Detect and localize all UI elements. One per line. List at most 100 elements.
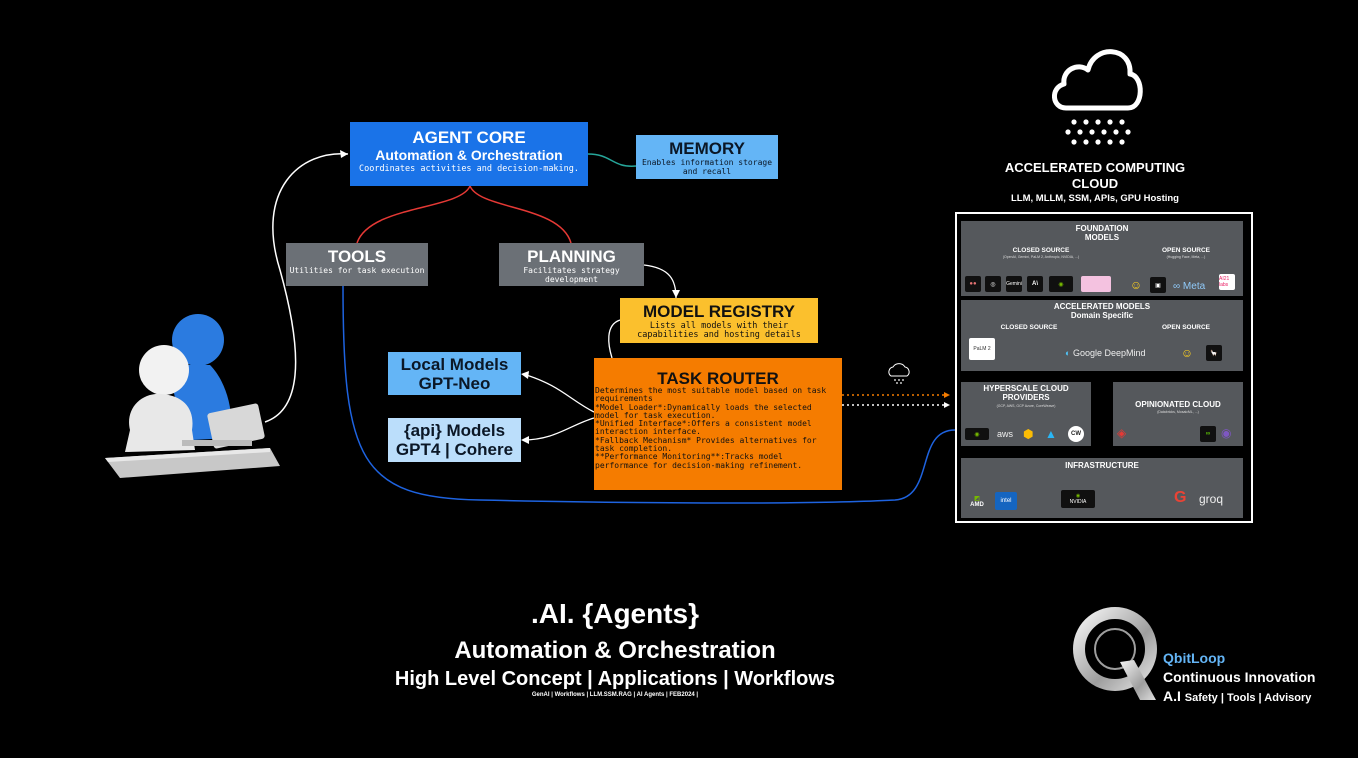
- planning-title: PLANNING: [527, 247, 616, 266]
- brand-line-small: Safety | Tools | Advisory: [1184, 692, 1312, 704]
- hyperscale-title-line1: HYPERSCALE CLOUD: [983, 384, 1069, 393]
- huggingface-logo-icon: ☺: [1129, 278, 1143, 292]
- mosaic-logo-icon: ∞: [1200, 426, 1216, 442]
- agent-core-subtitle: Automation & Orchestration: [375, 147, 563, 163]
- link-tools-cloud: [342, 285, 956, 504]
- accelerated-title-line1: ACCELERATED COMPUTING: [1004, 160, 1186, 175]
- databricks-logo-icon: ◈: [1117, 426, 1127, 440]
- brand-line-main: A.I: [1163, 688, 1181, 704]
- hyperscale-title: HYPERSCALE CLOUD PROVIDERS: [961, 384, 1091, 402]
- hyperscale-title-line2: PROVIDERS: [1002, 393, 1050, 402]
- planning-node: PLANNING Facilitates strategy developmen…: [499, 243, 644, 286]
- brand-name: QbitLoop: [1163, 650, 1226, 666]
- openai-logo-icon: ◎: [985, 276, 1001, 292]
- groq-logo-icon: groq: [1199, 492, 1224, 506]
- tools-desc: Utilities for task execution: [289, 266, 425, 275]
- foundation-closed-label: CLOSED SOURCE: [1012, 247, 1070, 254]
- link-registry-router: [608, 319, 621, 359]
- huggingface-logo-2-icon: ☺: [1180, 346, 1194, 360]
- foundation-closed-note: (OpenAI, Gemini, PaLM 2, Anthropic, NVID…: [1002, 255, 1080, 259]
- anthropic-dots-logo-icon: ●●: [965, 276, 981, 292]
- hyperscale-note: (GCP, AWS, GCP Azure, CoreWeave): [996, 404, 1056, 408]
- accelerated-models-title: ACCELERATED MODELS Domain Specific: [961, 302, 1243, 320]
- nvidia-logo-2-icon: ◉: [965, 428, 989, 440]
- link-core-tools: [356, 185, 471, 244]
- link-planning-registry: [643, 264, 677, 299]
- foundation-open-label: OPEN SOURCE: [1161, 247, 1211, 254]
- agent-core-node: AGENT CORE Automation & Orchestration Co…: [350, 122, 588, 186]
- task-router-title: TASK ROUTER: [657, 369, 779, 388]
- agent-core-title: AGENT CORE: [412, 128, 526, 147]
- agent-core-desc: Coordinates activities and decision-maki…: [358, 164, 580, 174]
- llama-logo-icon: 🦙: [1206, 345, 1222, 361]
- small-cloud-icon: [888, 363, 910, 384]
- deepmind-logo-text: Google DeepMind: [1072, 348, 1146, 358]
- accelerated-open-label: OPEN SOURCE: [1161, 324, 1211, 331]
- link-core-planning: [469, 185, 572, 244]
- local-models-line2: GPT-Neo: [418, 374, 491, 393]
- gemini-logo-icon: Gemini: [1006, 276, 1022, 292]
- accelerated-computing-title: ACCELERATED COMPUTING CLOUD: [980, 160, 1210, 192]
- nvidia-logo-text: NVIDIA: [1069, 499, 1087, 505]
- opinionated-note: (Databricks, MosaicML, ...): [1157, 410, 1199, 414]
- cloud-stack-frame: FOUNDATION MODELS CLOSED SOURCE (OpenAI,…: [955, 212, 1253, 523]
- api-models-node: {api} Models GPT4 | Cohere: [388, 418, 521, 462]
- infrastructure-panel: INFRASTRUCTURE ◩AMD intel ◉NVIDIA G groq: [961, 458, 1243, 518]
- planning-desc: Facilitates strategy development: [523, 266, 620, 284]
- link-user-core: [264, 153, 349, 423]
- link-core-memory: [587, 153, 637, 167]
- palm2-logo-icon: PaLM 2: [969, 338, 995, 360]
- model-registry-desc: Lists all models with their capabilities…: [637, 321, 801, 340]
- memory-desc: Enables information storage and recall: [641, 158, 773, 176]
- foundation-title-line2: MODELS: [1084, 233, 1120, 242]
- memory-node: MEMORY Enables information storage and r…: [636, 135, 778, 179]
- anthropic-logo-icon: A\: [1027, 276, 1043, 292]
- amd-logo-icon: ◩AMD: [970, 495, 984, 508]
- cloud-computing-icon: [1052, 49, 1143, 145]
- tools-title: TOOLS: [327, 247, 387, 266]
- task-router-node: TASK ROUTER Determines the most suitable…: [594, 358, 842, 490]
- gcp-logo-icon: ⬢: [1023, 427, 1034, 441]
- replicate-logo-icon: ▣: [1150, 277, 1166, 293]
- task-router-desc: Determines the most suitable model based…: [595, 386, 827, 470]
- accelerated-computing-subtitle: LLM, MLLM, SSM, APIs, GPU Hosting: [1010, 193, 1179, 204]
- ai21-logo-icon: AI21 labs: [1219, 274, 1235, 290]
- tools-node: TOOLS Utilities for task execution: [286, 243, 428, 286]
- accelerated-models-panel: ACCELERATED MODELS Domain Specific CLOSE…: [961, 300, 1243, 371]
- brand-services: A.I Safety | Tools | Advisory: [1163, 688, 1311, 704]
- nvidia-logo-3-icon: ◉NVIDIA: [1061, 490, 1095, 508]
- infrastructure-title: INFRASTRUCTURE: [1065, 461, 1139, 470]
- nvidia-logo-icon: ◉: [1049, 276, 1073, 292]
- google-logo-icon: G: [1174, 489, 1187, 506]
- opinionated-cloud-panel: OPINIONATED CLOUD (Databricks, MosaicML,…: [1113, 382, 1243, 446]
- accelerated-title-line2: CLOUD: [1071, 176, 1119, 191]
- aws-logo-icon: aws: [997, 429, 1014, 439]
- local-models-node: Local Models GPT-Neo: [388, 352, 521, 395]
- model-registry-node: MODEL REGISTRY Lists all models with the…: [620, 298, 818, 343]
- api-models-line2: GPT4 | Cohere: [395, 440, 514, 459]
- accelerated-models-subtitle: Domain Specific: [1070, 311, 1134, 320]
- amd-logo-text: AMD: [970, 501, 984, 508]
- meta-logo-text: Meta: [1182, 281, 1206, 292]
- link-router-api: [522, 417, 595, 441]
- accelerated-closed-label: CLOSED SOURCE: [1000, 324, 1058, 331]
- local-models-line1: Local Models: [400, 355, 509, 374]
- meta-logo-icon: ∞ Meta: [1173, 281, 1206, 292]
- deepmind-logo-icon: ◐ Google DeepMind: [1065, 348, 1146, 358]
- page-subtitle: Automation & Orchestration: [454, 637, 776, 664]
- api-models-line1: {api} Models: [403, 421, 506, 440]
- together-logo-icon: ◉: [1221, 426, 1232, 440]
- qbitloop-logo-icon: [1073, 607, 1157, 700]
- brand-tagline: Continuous Innovation: [1163, 669, 1316, 685]
- mistral-logo-icon: [1081, 276, 1111, 292]
- foundation-title-line1: FOUNDATION: [1075, 224, 1129, 233]
- model-registry-title: MODEL REGISTRY: [642, 302, 796, 321]
- foundation-models-panel: FOUNDATION MODELS CLOSED SOURCE (OpenAI,…: [961, 221, 1243, 296]
- user-at-laptop-illustration: [105, 314, 280, 478]
- hyperscale-cloud-panel: HYPERSCALE CLOUD PROVIDERS (GCP, AWS, GC…: [961, 382, 1091, 446]
- page-tagline: High Level Concept | Applications | Work…: [394, 668, 836, 690]
- page-title: .AI. {Agents}: [530, 598, 700, 629]
- coreweave-logo-icon: CW: [1068, 426, 1084, 442]
- page-footer-tags: GenAI | Workflows | LLM.SSM.RAG | AI Age…: [531, 692, 699, 698]
